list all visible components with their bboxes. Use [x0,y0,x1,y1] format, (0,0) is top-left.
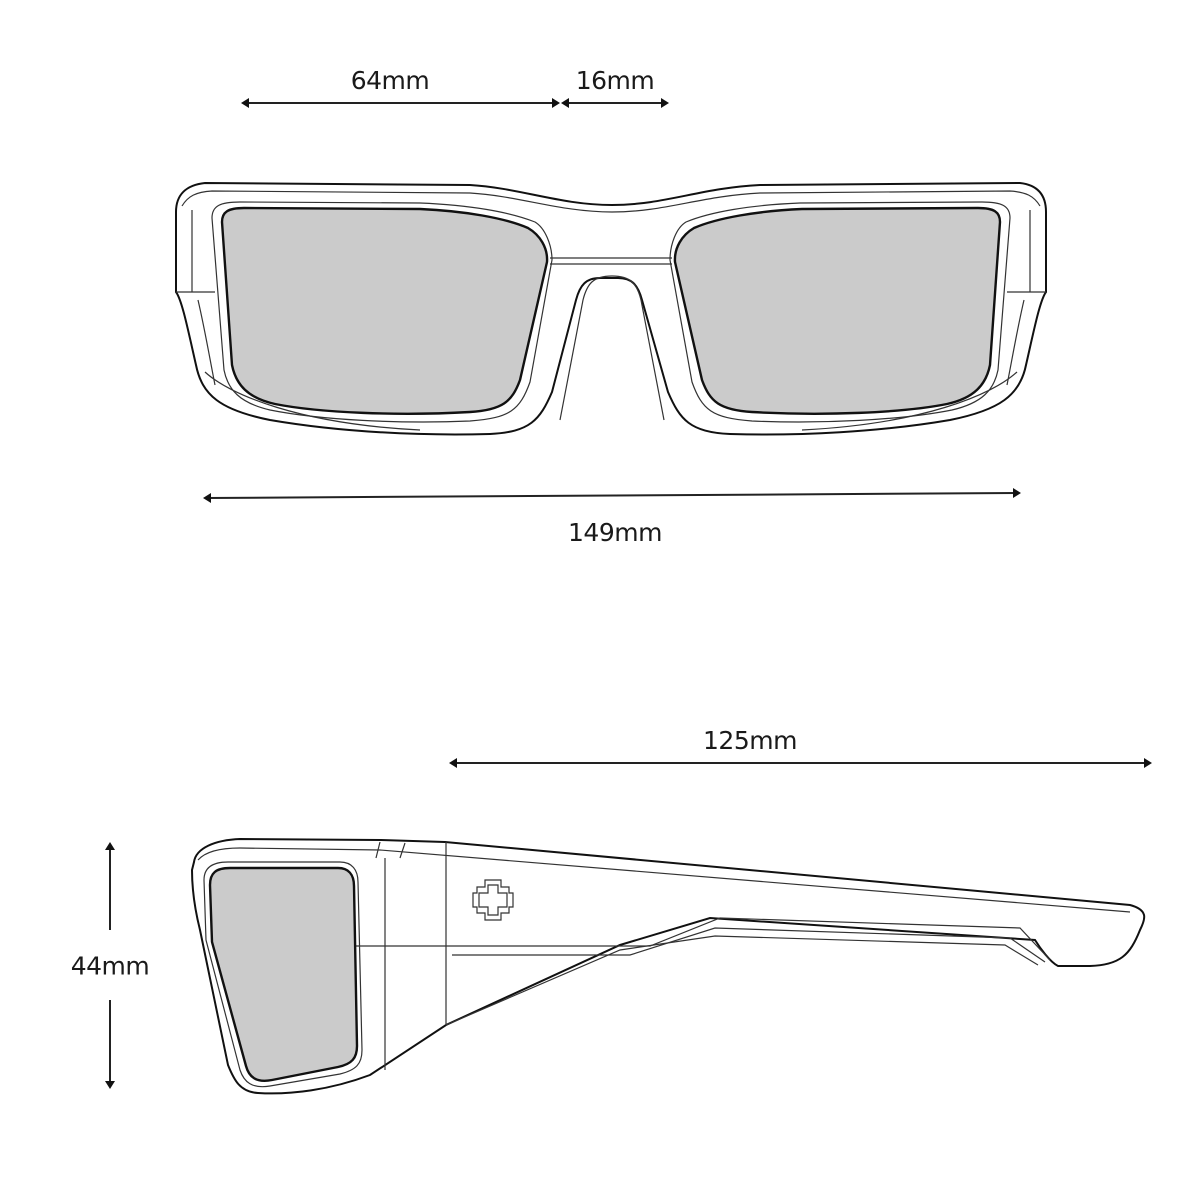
lens-width-label: 64mm [350,66,430,95]
bridge-width-dimension-line [561,98,669,108]
temple-length-label: 125mm [703,726,797,755]
side-lens [208,866,359,1082]
lens-width-dimension-line [241,98,560,108]
front-view-glasses [175,181,1047,436]
temple-length-dimension-line [449,758,1152,768]
left-lens [220,206,549,415]
cross-logo-icon [472,879,514,921]
side-view-glasses [190,837,1146,1095]
lens-height-dimension-line [105,842,115,1089]
frame-width-label: 149mm [568,518,662,547]
bridge-width-label: 16mm [575,66,655,95]
right-lens [673,206,1002,415]
lens-height-label: 44mm [70,951,150,981]
frame-width-dimension-line [203,488,1021,503]
